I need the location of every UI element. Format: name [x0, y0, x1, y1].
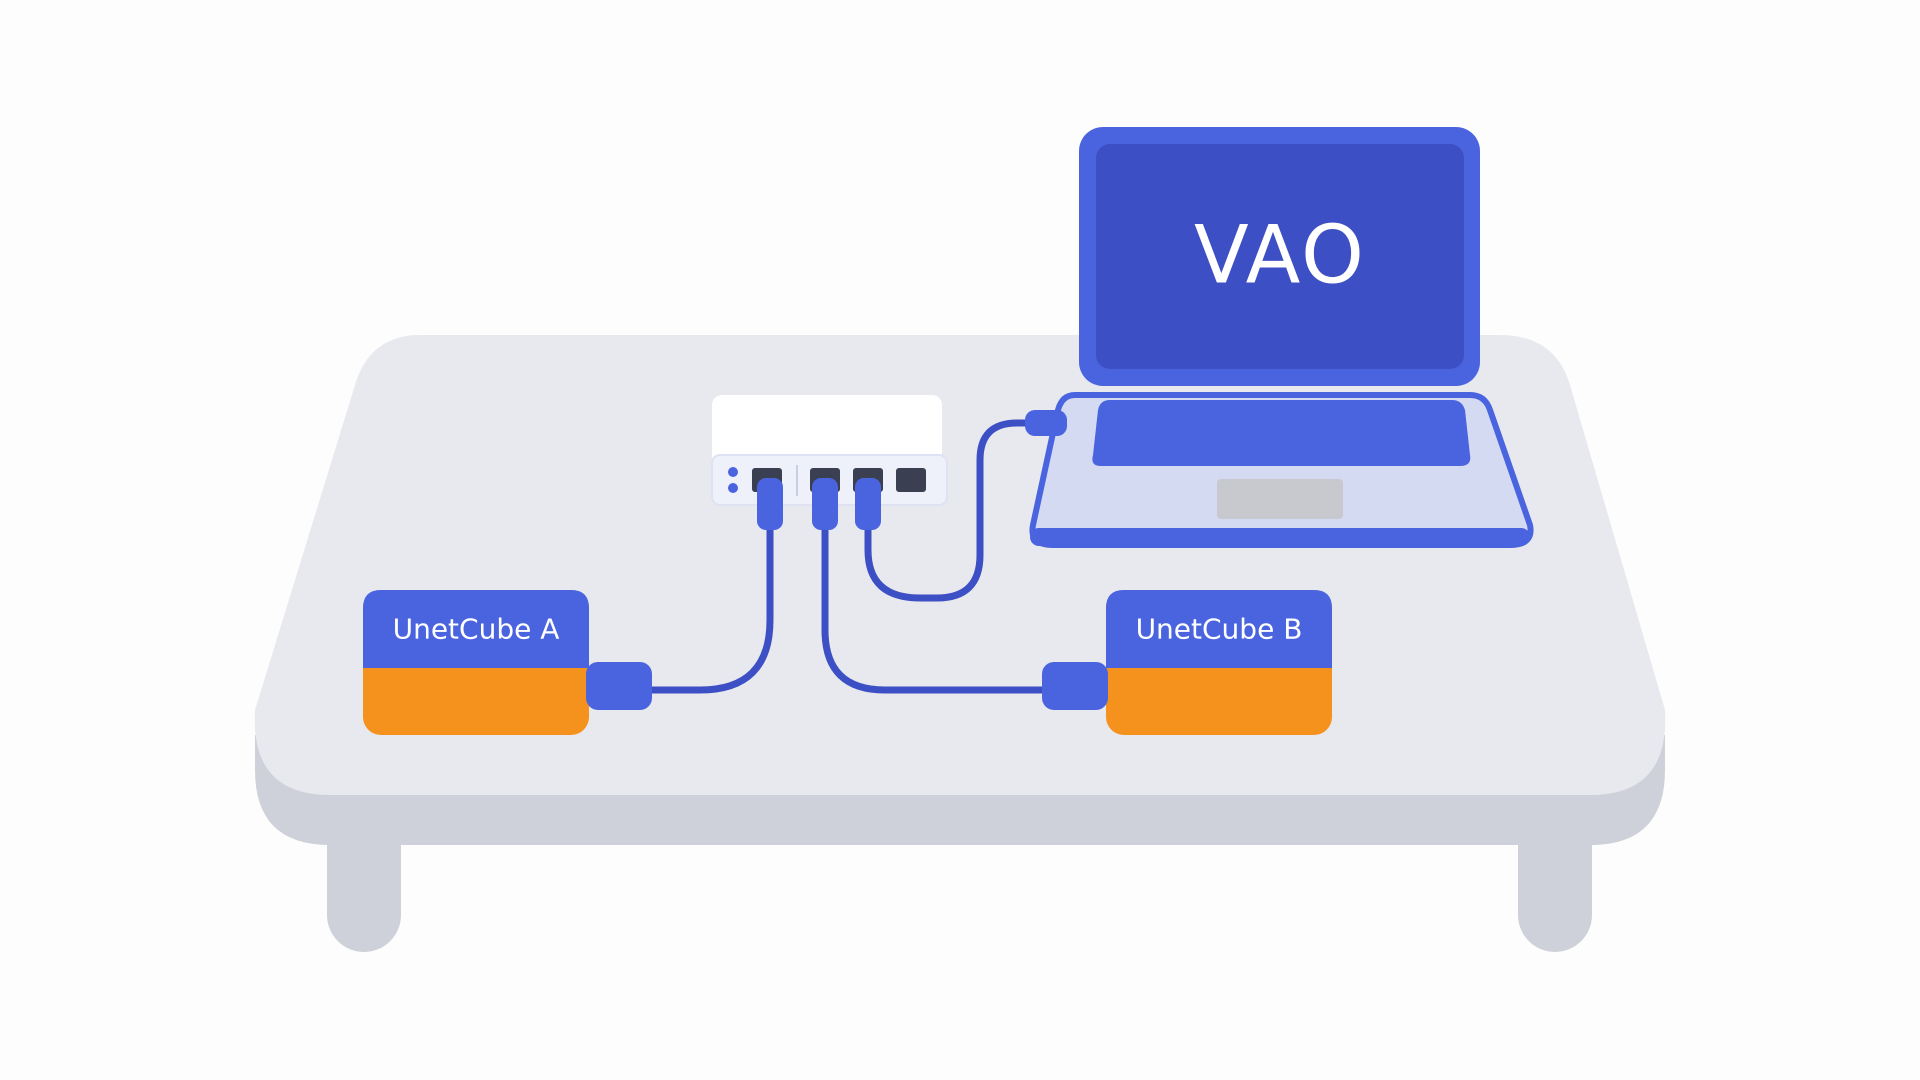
switch-cable-plugs: [757, 478, 881, 530]
laptop-screen: [1096, 144, 1464, 369]
cable-switch-to-unetcube-a: [646, 521, 774, 694]
unetcube-a-top: [363, 590, 589, 668]
switch-status-led-2: [728, 483, 738, 493]
table-leg-left: [327, 810, 401, 952]
cable-plug-1: [757, 478, 783, 530]
unetcube-b-top: [1106, 590, 1332, 668]
laptop-keyboard: [1092, 400, 1471, 466]
laptop-base-rim: [1030, 528, 1530, 546]
unetcube-a: UnetCube A: [363, 590, 652, 735]
unetcube-a-label: UnetCube A: [393, 613, 560, 646]
cable-plug-2: [812, 478, 838, 530]
unetcube-b-label: UnetCube B: [1136, 613, 1303, 646]
laptop-cable-plug: [1025, 410, 1067, 436]
switch-port-4: [896, 468, 926, 492]
unetcube-b-cable-plug: [1042, 662, 1108, 710]
unetcube-b: UnetCube B: [1042, 590, 1332, 735]
unetcube-a-cable-plug: [586, 662, 652, 710]
switch-status-led-1: [728, 467, 738, 477]
table-legs: [327, 810, 1592, 952]
laptop-screen-text: VAO: [1194, 209, 1366, 302]
cable-switch-to-laptop: [864, 419, 1039, 602]
cable-plug-3: [855, 478, 881, 530]
laptop-trackpad: [1217, 479, 1343, 519]
cable-switch-to-unetcube-b: [821, 521, 1054, 694]
cables: [646, 419, 1054, 694]
table-leg-right: [1518, 810, 1592, 952]
laptop: VAO: [1025, 127, 1534, 548]
